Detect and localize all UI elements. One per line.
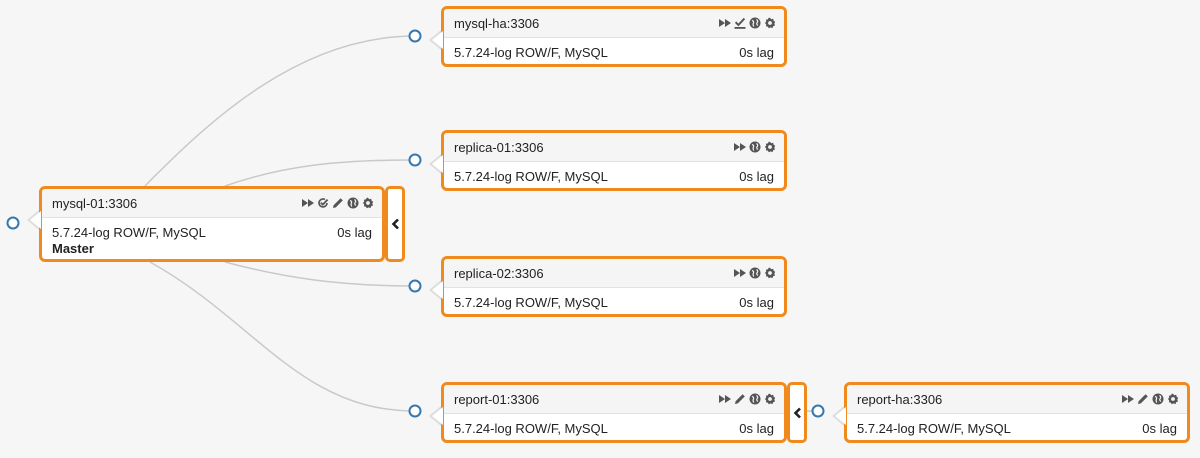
node-mysql-ha[interactable]: mysql-ha:3306 5.7.24-log ROW/F, MySQL 0s… [429,6,787,67]
node-lag: 0s lag [739,295,774,310]
gear-icon[interactable] [764,141,776,153]
node-host-label: replica-01:3306 [454,139,544,155]
download-check-icon[interactable] [734,17,746,29]
node-host-label: report-ha:3306 [857,391,943,407]
fast-forward-icon[interactable] [302,197,314,209]
node-toolbar [734,141,776,153]
collapse-toggle-mysql-01[interactable] [385,186,405,262]
node-toolbar [719,393,776,405]
connector-mysql-ha[interactable] [408,29,422,43]
node-host-label: replica-02:3306 [454,265,544,281]
node-lag: 0s lag [739,169,774,184]
node-toolbar [1122,393,1179,405]
node-version: 5.7.24-log ROW/F, MySQL [857,421,1011,436]
pencil-icon[interactable] [332,197,344,209]
node-toolbar [719,17,776,29]
gear-icon[interactable] [764,17,776,29]
gear-icon[interactable] [764,393,776,405]
link-master-mysql-ha [144,35,416,187]
node-toolbar [734,267,776,279]
node-lag: 0s lag [739,45,774,60]
link-master-report-01 [149,261,416,412]
connector-replica-02[interactable] [408,279,422,293]
node-lag: 0s lag [739,421,774,436]
node-version: 5.7.24-log ROW/F, MySQL [454,421,608,436]
node-replica-01[interactable]: replica-01:3306 5.7.24-log ROW/F, MySQL … [429,130,787,191]
check-circle-icon[interactable] [317,197,329,209]
node-report-01[interactable]: report-01:3306 5.7.24-log ROW/F, MySQL 0… [429,382,787,443]
gear-icon[interactable] [764,267,776,279]
link-master-replica-02 [224,261,416,287]
node-version: 5.7.24-log ROW/F, MySQL [52,225,206,240]
collapse-toggle-report-01[interactable] [787,382,807,443]
node-lag: 0s lag [1142,421,1177,436]
globe-icon[interactable] [749,267,761,279]
pencil-icon[interactable] [1137,393,1149,405]
node-host-label: mysql-ha:3306 [454,15,540,31]
node-host-label: mysql-01:3306 [52,195,138,211]
connector-replica-01[interactable] [408,153,422,167]
node-mysql-01[interactable]: mysql-01:3306 5.7.24-log ROW/F, MySQL 0s… [27,186,385,262]
gear-icon[interactable] [1167,393,1179,405]
fast-forward-icon[interactable] [734,267,746,279]
node-version: 5.7.24-log ROW/F, MySQL [454,295,608,310]
fast-forward-icon[interactable] [719,17,731,29]
node-lag: 0s lag [337,225,372,240]
node-report-ha[interactable]: report-ha:3306 5.7.24-log ROW/F, MySQL 0… [832,382,1190,443]
gear-icon[interactable] [362,197,374,209]
fast-forward-icon[interactable] [734,141,746,153]
fast-forward-icon[interactable] [1122,393,1134,405]
node-version: 5.7.24-log ROW/F, MySQL [454,169,608,184]
node-role-badge: Master [52,241,94,256]
node-toolbar [302,197,374,209]
connector-report-01[interactable] [408,404,422,418]
fast-forward-icon[interactable] [719,393,731,405]
globe-icon[interactable] [749,17,761,29]
connector-mysql-01[interactable] [6,216,20,230]
globe-icon[interactable] [749,393,761,405]
globe-icon[interactable] [347,197,359,209]
link-master-replica-01 [224,159,416,187]
node-replica-02[interactable]: replica-02:3306 5.7.24-log ROW/F, MySQL … [429,256,787,317]
globe-icon[interactable] [749,141,761,153]
globe-icon[interactable] [1152,393,1164,405]
node-host-label: report-01:3306 [454,391,540,407]
chevron-left-icon [793,407,801,418]
connector-report-ha[interactable] [811,404,825,418]
chevron-left-icon [391,218,399,230]
node-version: 5.7.24-log ROW/F, MySQL [454,45,608,60]
pencil-icon[interactable] [734,393,746,405]
